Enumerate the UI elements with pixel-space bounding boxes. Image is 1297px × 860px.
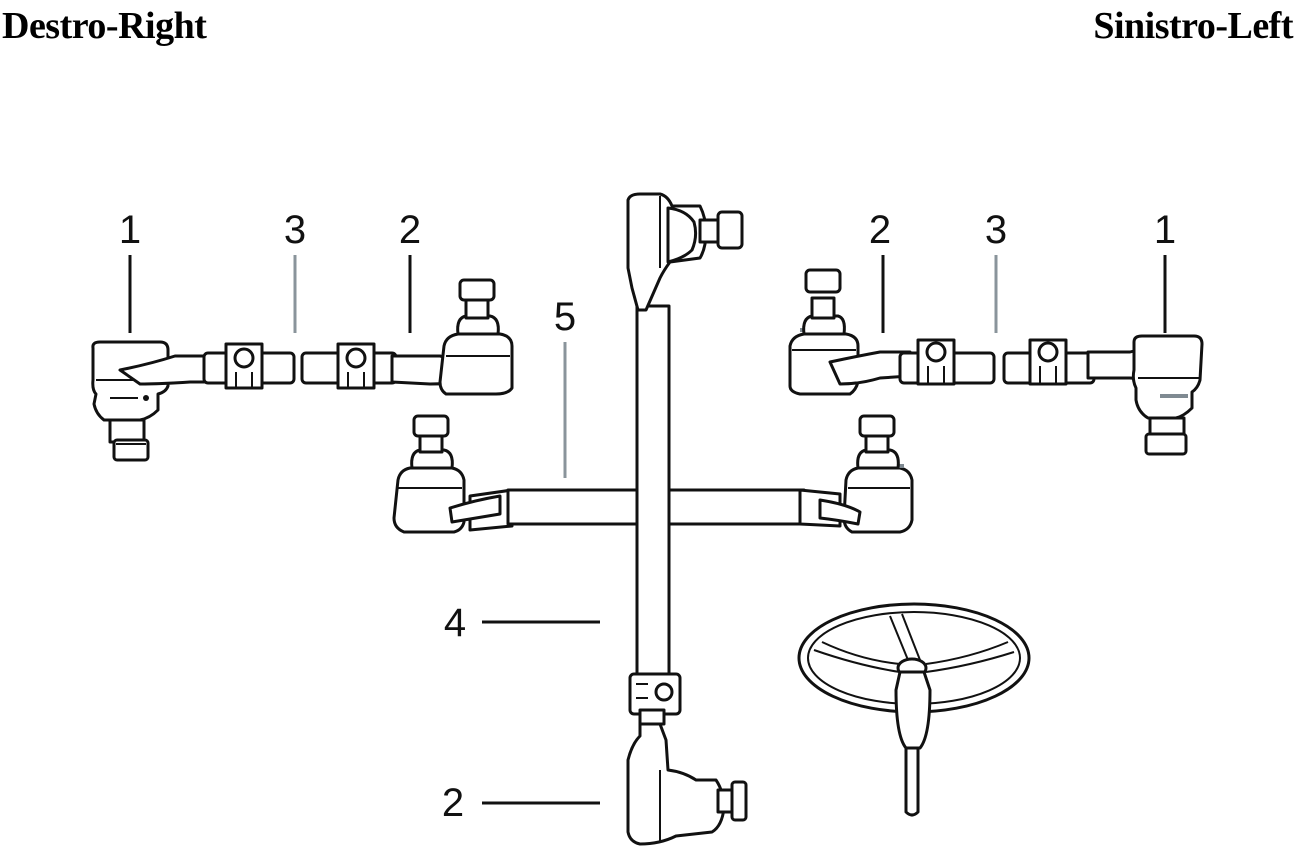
vertical-rod-top-joint — [626, 192, 744, 312]
vertical-drag-rod — [635, 304, 671, 680]
right-adjusting-sleeve-b — [300, 342, 398, 390]
right-tie-rod-end-outer — [91, 340, 170, 462]
vertical-rod-adjuster — [628, 672, 682, 726]
callout-left-1: 1 — [1154, 208, 1176, 252]
center-rod-right-joint — [818, 414, 914, 534]
title-sinistro-left: Sinistro-Left — [1093, 5, 1293, 47]
right-adjusting-sleeve-a — [202, 342, 296, 390]
center-rod-left-joint — [392, 414, 502, 534]
callout-center-5: 5 — [554, 295, 576, 339]
callout-left-2: 2 — [869, 208, 891, 252]
callout-right-1: 1 — [119, 208, 141, 252]
left-tie-rod-end-outer — [1131, 334, 1204, 456]
left-adjusting-sleeve-a — [898, 338, 996, 386]
callout-rod-4: 4 — [444, 601, 466, 645]
left-adjusting-sleeve-b — [1002, 338, 1096, 386]
title-destro-right: Destro-Right — [2, 5, 207, 47]
callout-left-3: 3 — [985, 208, 1007, 252]
callout-right-3: 3 — [284, 208, 306, 252]
steering-wheel-icon — [797, 602, 1031, 817]
right-tie-rod-end-inner — [438, 278, 514, 396]
vertical-rod-bottom-joint — [626, 722, 748, 846]
callout-bottom-2: 2 — [442, 781, 464, 825]
callout-right-2: 2 — [399, 208, 421, 252]
